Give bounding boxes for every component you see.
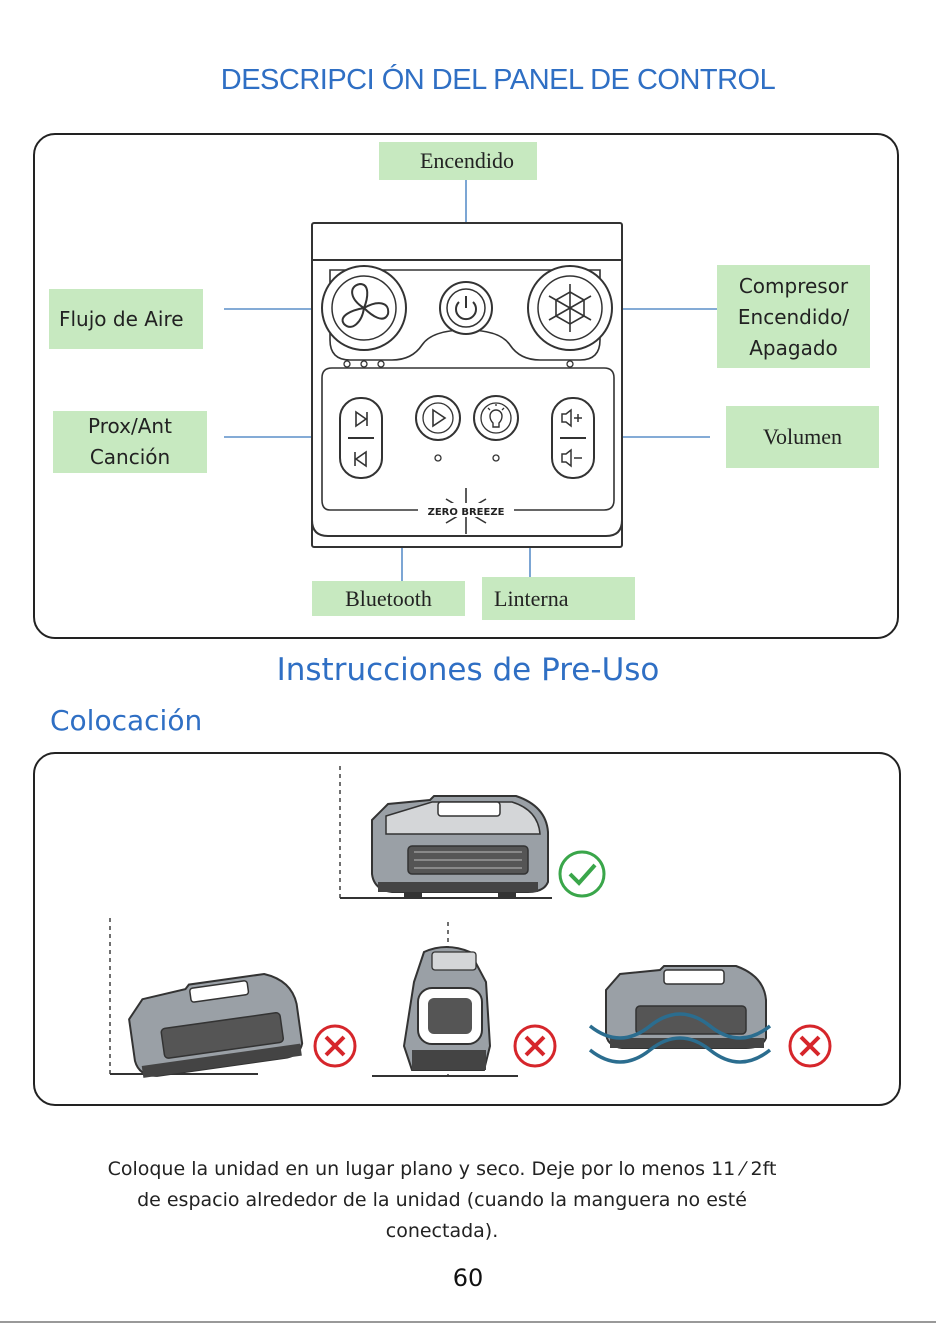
power-icon[interactable] — [439, 281, 493, 335]
play-icon[interactable] — [415, 395, 461, 441]
cross-icon — [313, 1024, 357, 1068]
placement-diagram — [33, 752, 901, 1106]
label-track-line2: Canción — [89, 445, 171, 469]
volume-icon[interactable] — [551, 397, 595, 479]
unit-on-side — [372, 922, 518, 1077]
lightbulb-icon[interactable] — [473, 395, 519, 441]
subsection-title: Colocación — [50, 704, 203, 737]
unit-on-water — [588, 965, 772, 1064]
page-number: 60 — [452, 1264, 484, 1292]
label-volume: Volumen — [726, 406, 879, 468]
label-compressor: Compresor Encendido/ Apagado — [717, 265, 870, 368]
label-power: Encendido — [379, 142, 537, 180]
cross-icon — [513, 1024, 557, 1068]
zero-breeze-logo — [418, 488, 514, 534]
bottom-rule — [0, 1321, 936, 1323]
label-bluetooth: Bluetooth — [312, 581, 465, 616]
section-title: Instrucciones de Pre-Uso — [276, 652, 660, 688]
page-title: DESCRIPCI ÓN DEL PANEL DE CONTROL — [220, 64, 776, 96]
check-icon — [558, 850, 606, 898]
label-compressor-line2: Encendido/ — [737, 305, 850, 329]
label-flashlight: Linterna — [482, 577, 635, 620]
placement-caption: Coloque la unidad en un lugar plano y se… — [20, 1154, 864, 1247]
snowflake-icon[interactable] — [527, 265, 613, 351]
caption-line-3: conectada). — [385, 1220, 499, 1242]
track-skip-icon[interactable] — [339, 397, 383, 479]
unit-tilted — [109, 918, 304, 1078]
control-panel-illustration: ZERO BREEZE — [224, 180, 718, 582]
label-compressor-line1: Compresor — [738, 274, 849, 298]
cross-icon — [788, 1024, 832, 1068]
label-track: Prox/Ant Canción — [53, 411, 207, 473]
control-panel-diagram — [33, 133, 899, 639]
caption-line-1: Coloque la unidad en un lugar plano y se… — [107, 1158, 777, 1180]
caption-line-2: de espacio alrededor de la unidad (cuand… — [137, 1189, 747, 1211]
label-track-line1: Prox/Ant — [88, 414, 172, 438]
label-airflow: Flujo de Aire — [49, 289, 203, 349]
fan-icon[interactable] — [321, 265, 407, 351]
unit-correct-placement — [339, 766, 552, 899]
brand-text: ZERO BREEZE — [428, 507, 505, 518]
placement-illustration — [109, 766, 832, 1078]
label-compressor-line3: Apagado — [749, 336, 838, 360]
